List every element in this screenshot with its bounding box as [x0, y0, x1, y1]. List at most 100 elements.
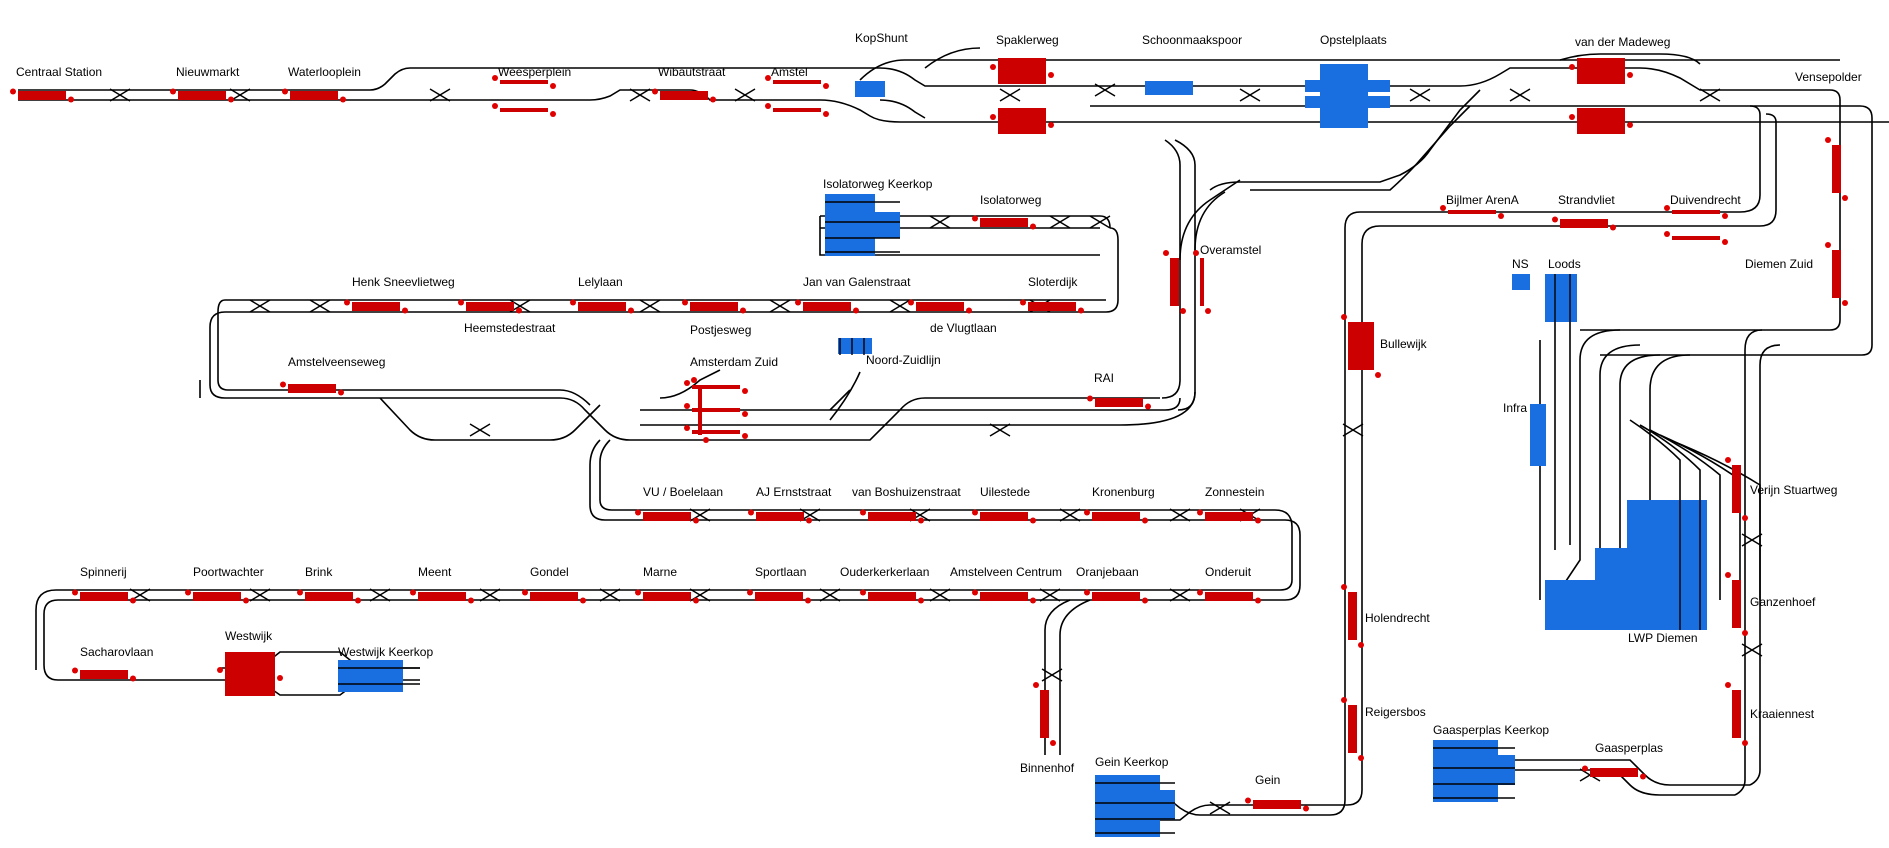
label-sloterdijk: Sloterdijk — [1028, 275, 1078, 289]
yard-block-kopshunt — [855, 81, 885, 97]
signal-dot — [1842, 195, 1848, 201]
signal-dot — [1722, 213, 1728, 219]
platform-verijn — [1732, 465, 1741, 513]
signal-dot — [1440, 205, 1446, 211]
signal-dot — [68, 96, 74, 103]
platform-reigersbos — [1348, 705, 1357, 753]
signal-dot — [1163, 250, 1169, 256]
signal-dot — [458, 299, 464, 306]
signal-dot — [1145, 403, 1151, 410]
signal-dot — [402, 307, 408, 314]
signal-dot — [972, 509, 978, 516]
platform-ouderkerkerlaan — [868, 592, 916, 601]
signal-dot — [340, 96, 346, 103]
signal-dot — [765, 75, 771, 81]
signal-dot — [1142, 517, 1148, 524]
label-ns: NS — [1512, 257, 1529, 271]
label-sacharovlaan: Sacharovlaan — [80, 645, 153, 659]
signal-dot — [628, 307, 634, 314]
yard-block-westwijkkeerkop — [338, 660, 403, 692]
platform-vandermadeweg — [1577, 58, 1625, 84]
signal-dot — [1197, 509, 1203, 516]
signal-dot — [990, 114, 996, 120]
platform-waterlooplein — [290, 91, 338, 100]
yard-block-loods — [1545, 274, 1577, 322]
platform-duivendrecht — [1672, 210, 1720, 214]
signal-dot — [1627, 122, 1633, 128]
label-uilestede: Uilestede — [980, 485, 1030, 499]
yard-block-schoonmaakspoor — [1145, 81, 1193, 95]
label-oranjebaan: Oranjebaan — [1076, 565, 1139, 579]
signal-dot — [570, 299, 576, 306]
signal-dot — [765, 103, 771, 109]
label-ganzenhoef: Ganzenhoef — [1750, 595, 1816, 609]
signal-dot — [1722, 239, 1728, 245]
signal-dot — [1742, 515, 1748, 521]
signal-dot — [1627, 72, 1633, 78]
signal-dot — [1552, 216, 1558, 223]
label-kopshunt: KopShunt — [855, 31, 908, 45]
platform-spinnerij — [80, 592, 128, 601]
signal-dot — [684, 380, 690, 386]
label-amstelveenseweg: Amstelveenseweg — [288, 355, 385, 369]
label-amsterdamzuid: Amsterdam Zuid — [690, 355, 778, 369]
signal-dot — [1180, 308, 1186, 314]
label-lelylaan: Lelylaan — [578, 275, 623, 289]
signal-dot — [1498, 213, 1504, 219]
label-amstelveencentrum: Amstelveen Centrum — [950, 565, 1062, 579]
label-bullewijk: Bullewijk — [1380, 337, 1428, 351]
platform-amstelveencentrum — [980, 592, 1028, 601]
signal-dot — [1084, 509, 1090, 516]
signal-dot — [217, 667, 223, 673]
signal-dot — [740, 307, 746, 314]
platform-westwijk — [225, 652, 275, 696]
signal-dot — [1358, 755, 1364, 761]
platform-sacharovlaan — [80, 670, 128, 679]
signal-dot — [742, 433, 748, 439]
signal-dot — [1193, 250, 1199, 256]
signal-dot — [806, 517, 812, 524]
signal-dot — [1664, 231, 1670, 237]
label-poortwachter: Poortwachter — [193, 565, 264, 579]
label-lwpdiemen: LWP Diemen — [1628, 631, 1698, 645]
platform-bullewijk — [1348, 322, 1374, 370]
signal-dot — [693, 597, 699, 604]
label-rai: RAI — [1094, 371, 1114, 385]
label-heemstede: Heemstedestraat — [464, 321, 556, 335]
label-westwijkkeerkop: Westwijk Keerkop — [338, 645, 433, 659]
station-labels: Centraal Station Nieuwmarkt Waterlooplei… — [16, 33, 1862, 787]
signal-dot — [1087, 395, 1093, 402]
signal-dot — [693, 517, 699, 524]
signal-dot — [72, 589, 78, 596]
platform-binnenhof — [1040, 690, 1049, 738]
platform-gein — [1253, 800, 1301, 809]
signal-dot — [823, 83, 829, 89]
signal-dot — [492, 103, 498, 109]
label-zonnestein: Zonnestein — [1205, 485, 1264, 499]
signal-dot — [468, 597, 474, 604]
platform-meent — [418, 592, 466, 601]
signal-dot — [72, 667, 78, 674]
signal-dot — [918, 517, 924, 524]
signal-dot — [1255, 517, 1261, 524]
label-isolatorwegkeerkop: Isolatorweg Keerkop — [823, 177, 933, 191]
signal-dot — [1664, 205, 1670, 211]
signal-dot — [918, 597, 924, 604]
platform-gondel — [530, 592, 578, 601]
signal-dot — [1030, 517, 1036, 524]
signal-dot — [1078, 307, 1084, 314]
label-brink: Brink — [305, 565, 333, 579]
signal-dot — [1303, 805, 1309, 812]
signal-dot — [297, 589, 303, 596]
signal-dot — [185, 589, 191, 596]
platform-isolatorweg — [980, 218, 1028, 227]
label-kraaiennest: Kraaiennest — [1750, 707, 1815, 721]
signal-dot — [228, 96, 234, 103]
signal-dot — [1197, 589, 1203, 596]
signal-dot — [682, 299, 688, 306]
signal-dot — [1205, 308, 1211, 314]
platform-bijlmer — [1448, 210, 1496, 214]
signal-dot — [1142, 597, 1148, 604]
platform-henksneevliet — [352, 302, 400, 311]
